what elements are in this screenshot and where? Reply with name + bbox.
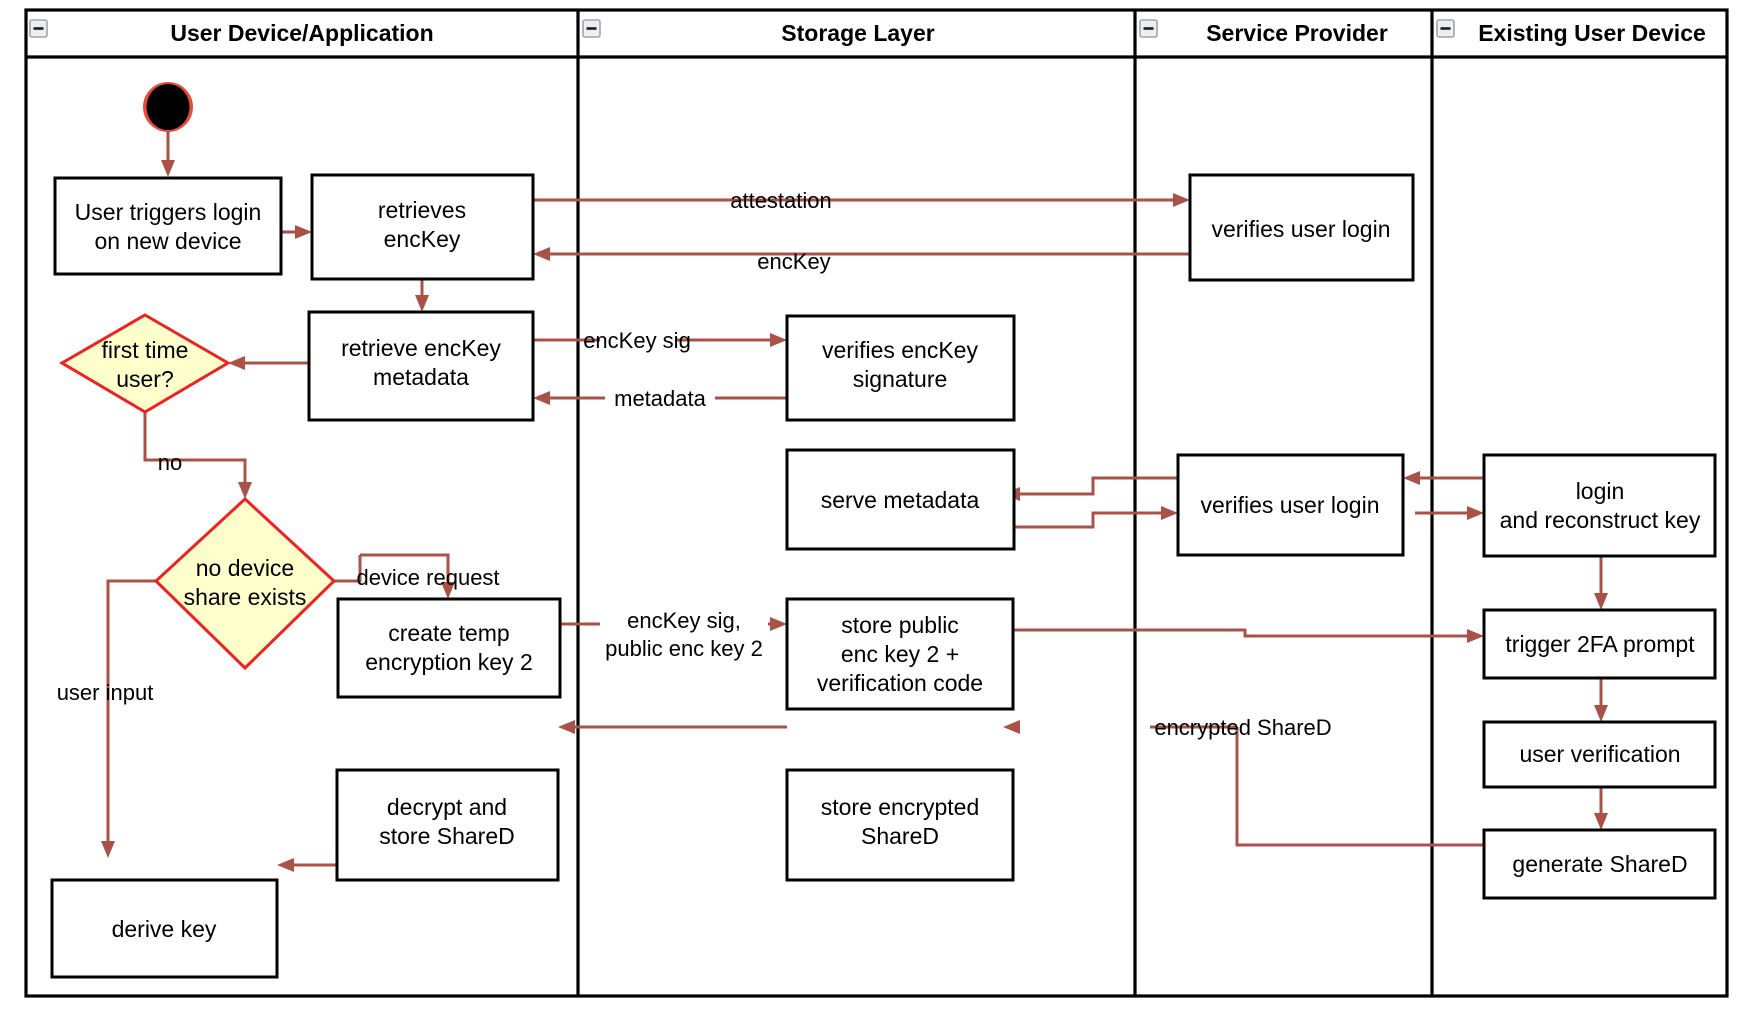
- initial-node[interactable]: [143, 82, 193, 132]
- node-label-line: generate ShareD: [1512, 851, 1687, 877]
- edge-encrypted-shared: [1003, 720, 1484, 847]
- node-store-public-enc-key-2[interactable]: store public enc key 2 + verification co…: [785, 597, 1015, 711]
- node-label-line: enc key 2 +: [841, 641, 959, 667]
- node-user-verification[interactable]: user verification: [1482, 720, 1717, 789]
- node-label-line: trigger 2FA prompt: [1505, 631, 1695, 657]
- node-create-temp-encryption-key-2[interactable]: create temp encryption key 2: [336, 597, 562, 699]
- edge-login-to-retrieves: [281, 225, 312, 239]
- node-derive-key[interactable]: derive key: [50, 878, 279, 979]
- edge-serve-metadata-to-sp: [1003, 506, 1178, 529]
- node-label-line: user verification: [1519, 741, 1680, 767]
- edge-label-attestation: attestation: [730, 188, 832, 213]
- edge-label-user-input: user input: [57, 680, 154, 705]
- minus-icon[interactable]: [1139, 19, 1158, 38]
- node-login-and-reconstruct-key[interactable]: login and reconstruct key: [1482, 453, 1717, 558]
- edge-2fa-to-verification: [1594, 678, 1608, 722]
- edge-metadata-to-first-time: [228, 356, 309, 370]
- edge-enckey: [533, 247, 1190, 261]
- lane-header-service-provider[interactable]: Service Provider: [1139, 19, 1388, 46]
- node-label-line: user?: [116, 366, 174, 392]
- nodes-layer: User triggers login on new device retrie…: [50, 82, 1717, 979]
- node-label-line: serve metadata: [821, 487, 980, 513]
- node-label-line: retrieve encKey: [341, 335, 501, 361]
- edge-enckey-sig: [533, 333, 787, 347]
- node-label-line: encryption key 2: [365, 649, 532, 675]
- lane-structure: [24, 8, 1729, 998]
- node-serve-metadata[interactable]: serve metadata: [785, 448, 1016, 551]
- edge-label-enckey-sig-pub-1: encKey sig,: [627, 608, 741, 633]
- node-label-line: store public: [841, 612, 959, 638]
- node-label-line: encKey: [384, 226, 461, 252]
- node-decision-no-device-share[interactable]: no device share exists: [153, 496, 337, 671]
- node-label-line: User triggers login: [75, 199, 262, 225]
- node-decision-first-time-user[interactable]: first time user?: [59, 313, 231, 414]
- edge-no: [143, 412, 252, 499]
- lane-title-storage: Storage Layer: [781, 20, 934, 46]
- edge-sp-to-serve-metadata: [1003, 476, 1178, 501]
- edge-sp-to-existing: [1415, 506, 1484, 520]
- edge-label-device-request: device request: [356, 565, 499, 590]
- node-label-line: login: [1576, 478, 1625, 504]
- node-label-line: create temp: [388, 620, 509, 646]
- node-label-line: decrypt and: [387, 794, 507, 820]
- edge-label-enckey: encKey: [757, 249, 830, 274]
- node-retrieve-enckey-metadata[interactable]: retrieve encKey metadata: [307, 310, 535, 422]
- node-label-line: store ShareD: [379, 823, 515, 849]
- node-label-line: verifies user login: [1201, 492, 1380, 518]
- node-label-line: no device: [196, 555, 294, 581]
- edge-metadata: [533, 391, 787, 405]
- edge-label-metadata: metadata: [614, 386, 706, 411]
- node-label-line: signature: [853, 366, 948, 392]
- lane-title-user-device: User Device/Application: [170, 20, 433, 46]
- node-decrypt-and-store-shared[interactable]: decrypt and store ShareD: [335, 768, 560, 882]
- node-store-encrypted-shared[interactable]: store encrypted ShareD: [785, 768, 1015, 882]
- diagram-outer-frame: [24, 8, 1729, 998]
- lane-header-user-device[interactable]: User Device/Application: [29, 19, 434, 46]
- node-label-line: ShareD: [861, 823, 939, 849]
- edge-label-enckey-sig-pub-2: public enc key 2: [605, 636, 763, 661]
- node-trigger-2fa-prompt[interactable]: trigger 2FA prompt: [1482, 608, 1717, 680]
- lane-title-service-provider: Service Provider: [1206, 20, 1388, 46]
- minus-icon[interactable]: [29, 19, 48, 38]
- edge-enckey-sig-pub: [560, 617, 787, 631]
- edge-retrieves-to-metadata: [415, 279, 429, 312]
- lane-header-storage[interactable]: Storage Layer: [582, 19, 935, 46]
- node-label-line: derive key: [112, 916, 217, 942]
- edge-attestation: [533, 193, 1190, 207]
- node-label-line: metadata: [373, 364, 469, 390]
- node-label-line: first time: [102, 337, 189, 363]
- edge-store-to-decrypt: [558, 720, 787, 734]
- node-label-line: share exists: [184, 584, 307, 610]
- edge-user-input: [101, 579, 156, 858]
- node-label-line: store encrypted: [821, 794, 980, 820]
- edge-store-public-to-2fa: [1005, 628, 1484, 643]
- edge-label-no: no: [158, 450, 182, 475]
- node-verifies-user-login-2[interactable]: verifies user login: [1176, 453, 1405, 557]
- minus-icon[interactable]: [582, 19, 601, 38]
- edge-login-to-2fa: [1594, 556, 1608, 610]
- node-retrieves-enckey[interactable]: retrieves encKey: [310, 173, 535, 281]
- edge-device-request: [334, 553, 455, 599]
- node-verifies-user-login-1[interactable]: verifies user login: [1188, 173, 1415, 282]
- minus-icon[interactable]: [1436, 19, 1455, 38]
- edge-verification-to-generate: [1594, 787, 1608, 830]
- node-label-line: verification code: [817, 670, 983, 696]
- edge-existing-to-sp: [1403, 471, 1484, 485]
- lane-title-existing-device: Existing User Device: [1478, 20, 1706, 46]
- node-label-line: on new device: [94, 228, 241, 254]
- node-label-line: verifies encKey: [822, 337, 978, 363]
- node-generate-shared[interactable]: generate ShareD: [1482, 828, 1717, 900]
- edge-label-encrypted-shared: encrypted ShareD: [1154, 715, 1331, 740]
- node-label-line: verifies user login: [1212, 216, 1391, 242]
- node-verifies-enckey-signature[interactable]: verifies encKey signature: [785, 314, 1016, 422]
- node-label-line: retrieves: [378, 197, 466, 223]
- node-user-triggers-login[interactable]: User triggers login on new device: [53, 176, 283, 276]
- node-label-line: and reconstruct key: [1500, 507, 1701, 533]
- edge-labels-layer: attestation encKey encKey sig metadata n…: [57, 188, 1332, 740]
- lane-header-existing-device[interactable]: Existing User Device: [1436, 19, 1706, 46]
- edge-label-enckey-sig: encKey sig: [583, 328, 691, 353]
